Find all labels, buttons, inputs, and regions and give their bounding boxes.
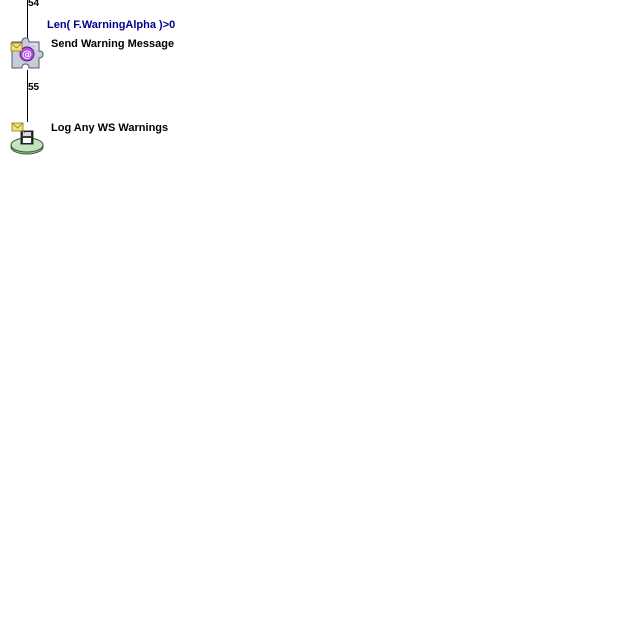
step-condition[interactable]: Len( F.WarningAlpha )>0 <box>47 19 176 31</box>
step-number-54: 54 <box>28 0 40 9</box>
email-action-puzzle-icon[interactable]: @ <box>9 36 45 72</box>
log-database-icon[interactable] <box>9 120 45 156</box>
step-label-log-warnings[interactable]: Log Any WS Warnings <box>51 122 169 134</box>
step-label-send-warning[interactable]: Send Warning Message <box>51 38 175 50</box>
flow-connector-top <box>27 0 28 38</box>
step-number-55: 55 <box>28 82 40 93</box>
flow-connector-middle <box>27 70 28 122</box>
svg-text:@: @ <box>22 50 32 61</box>
